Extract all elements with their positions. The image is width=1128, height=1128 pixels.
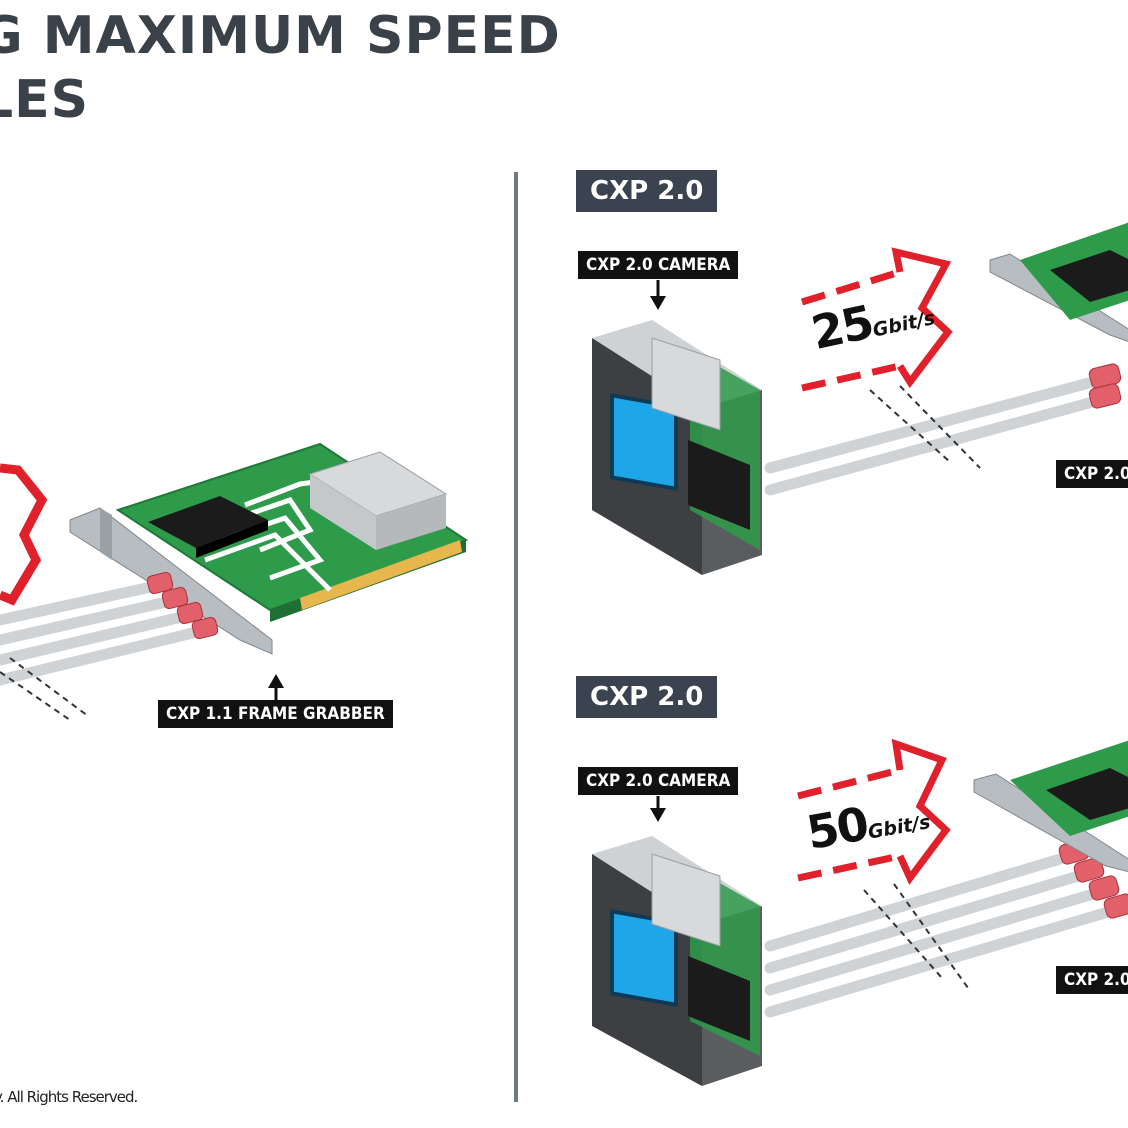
top-grabber-label: CXP 2.0 bbox=[1056, 460, 1128, 488]
bottom-camera-body bbox=[592, 836, 762, 1086]
bottom-grabber-label: CXP 2.0 bbox=[1056, 966, 1128, 994]
top-camera-label: CXP 2.0 CAMERA bbox=[578, 251, 739, 279]
top-cxp-header: CXP 2.0 bbox=[576, 170, 718, 212]
left-frame-grabber-board bbox=[115, 442, 469, 622]
bottom-frame-grabber bbox=[973, 740, 1128, 873]
bottom-speed-arrow bbox=[797, 738, 951, 885]
bottom-coax-cables bbox=[764, 839, 1128, 1018]
copyright-text: y. All Rights Reserved. bbox=[0, 1088, 138, 1106]
left-label-pointer bbox=[268, 674, 284, 702]
panel-divider bbox=[514, 172, 518, 1102]
page-title-line-2: LES bbox=[0, 70, 90, 130]
top-coax-cables bbox=[764, 363, 1122, 496]
bottom-cxp-header: CXP 2.0 bbox=[576, 676, 718, 718]
top-right-illustration bbox=[592, 222, 1128, 575]
top-speed-arrow bbox=[800, 247, 953, 392]
left-speed-arrow bbox=[0, 463, 48, 606]
bottom-camera-label: CXP 2.0 CAMERA bbox=[578, 767, 739, 795]
left-coax-cables bbox=[0, 571, 219, 721]
top-camera-body bbox=[592, 320, 762, 575]
bottom-speed-unit: Gbit/s bbox=[866, 811, 933, 844]
top-speed-unit: Gbit/s bbox=[870, 307, 938, 342]
bottom-speed-value: 50 bbox=[802, 796, 872, 860]
left-panel-illustration bbox=[0, 442, 469, 721]
page-title-line-1: G MAXIMUM SPEED bbox=[0, 6, 561, 66]
cxp-1-1-frame-grabber-label: CXP 1.1 FRAME GRABBER bbox=[158, 700, 393, 728]
top-frame-grabber bbox=[989, 222, 1128, 342]
bottom-right-illustration bbox=[592, 738, 1128, 1086]
